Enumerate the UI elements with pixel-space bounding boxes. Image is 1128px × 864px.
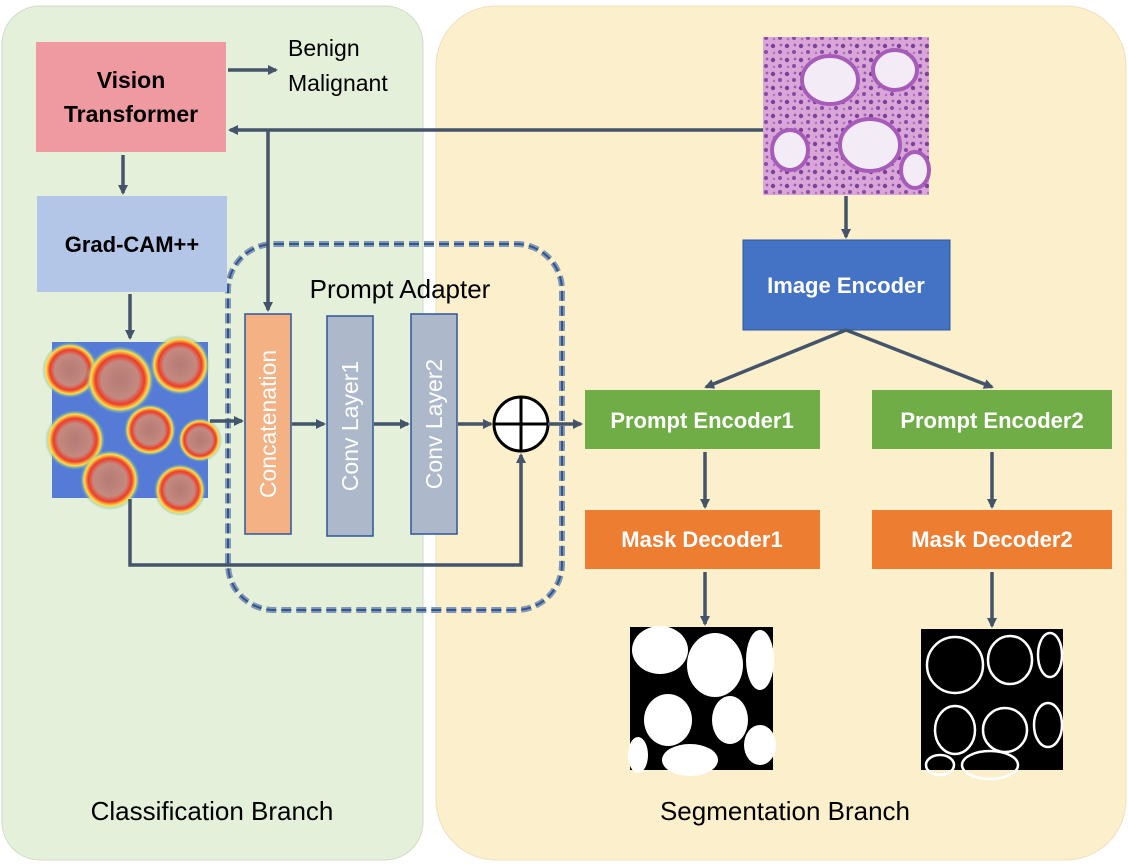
gradcam-box: [37, 196, 227, 292]
gradcam-label: Grad-CAM++: [65, 232, 199, 257]
segmentation-branch-label: Segmentation Branch: [660, 796, 910, 826]
concatenation-label: Concatenation: [255, 350, 281, 498]
vision-transformer-label-line1: Vision: [97, 67, 166, 93]
arrow-image-encoder-to-prompt-encoder1: [704, 328, 847, 389]
contour-mask-image: [921, 629, 1064, 781]
prompt-encoder1-box: [585, 390, 820, 449]
arrow-image-encoder-to-prompt-encoder2: [845, 328, 994, 389]
malignant-label: Malignant: [288, 70, 388, 96]
connection-arrows: [118, 65, 997, 628]
prompt-encoder2-label: Prompt Encoder2: [900, 408, 1083, 433]
classification-branch-label: Classification Branch: [91, 796, 334, 826]
element-wise-sum-icon: [492, 395, 550, 453]
concatenation-box: [244, 313, 292, 535]
image-encoder-label: Image Encoder: [767, 273, 925, 298]
histology-input-image: [763, 37, 931, 195]
gradcam-heatmap-image: [42, 335, 222, 516]
conv-layer1-box: [326, 315, 374, 537]
conv-layer2-box: [410, 313, 458, 535]
mask-decoder2-box: [872, 510, 1112, 569]
conv-layer2-label: Conv Layer2: [421, 359, 447, 489]
mask-decoder1-label: Mask Decoder1: [621, 527, 782, 552]
prompt-encoder1-label: Prompt Encoder1: [610, 408, 793, 433]
prompt-adapter-title: Prompt Adapter: [310, 274, 491, 304]
segmentation-mask-image: [628, 626, 776, 776]
prompt-encoder2-box: [872, 390, 1112, 449]
arrow-heatmap-residual-to-sum: [128, 453, 526, 567]
vision-transformer-box: [36, 42, 226, 152]
benign-label: Benign: [288, 35, 360, 61]
mask-decoder2-label: Mask Decoder2: [911, 527, 1072, 552]
vision-transformer-label-line2: Transformer: [64, 101, 198, 127]
conv-layer1-label: Conv Layer1: [337, 361, 363, 491]
mask-decoder1-box: [585, 510, 820, 569]
image-encoder-box: [742, 239, 951, 331]
